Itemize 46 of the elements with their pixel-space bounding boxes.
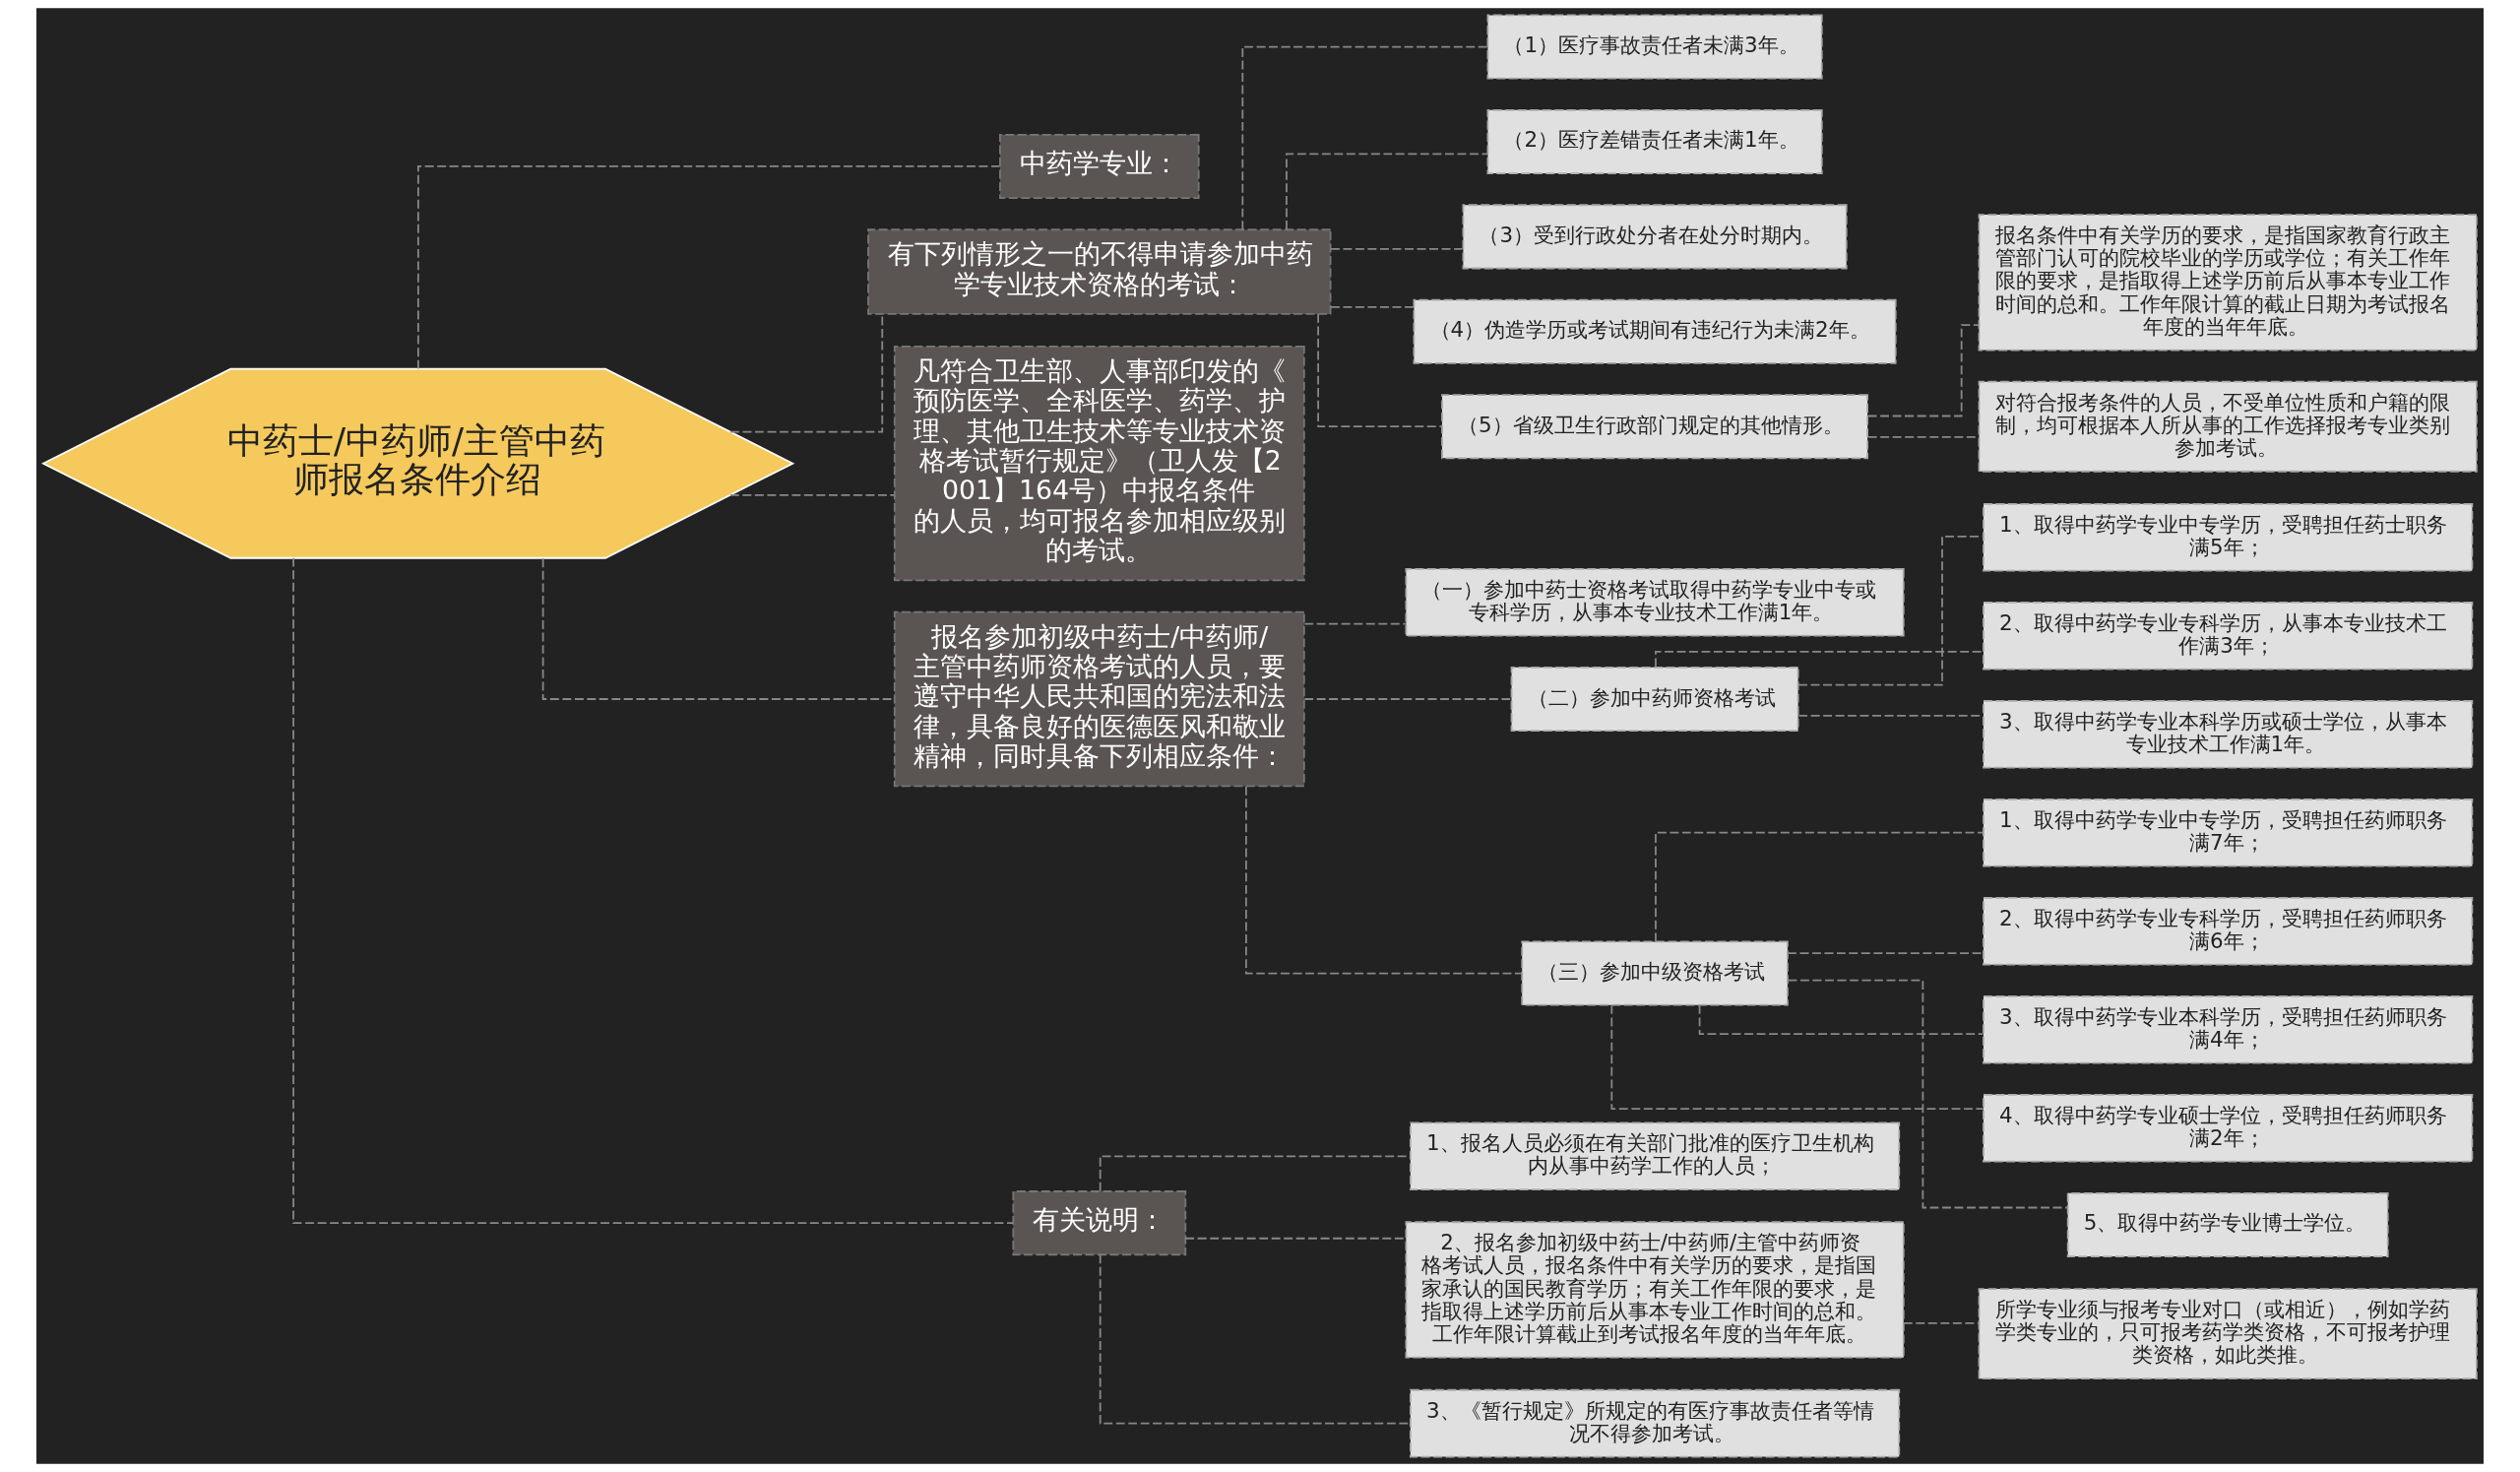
connector (1286, 153, 1488, 230)
connector (1184, 1237, 1407, 1240)
node-box: （1）医疗事故责任者未满3年。 (1486, 14, 1823, 80)
node-box: （5）省级卫生行政部门规定的其他情形。 (1441, 394, 1869, 460)
node-box: （二）参加中药师资格考试 (1510, 666, 1799, 733)
connector (1902, 1322, 1981, 1324)
connector (416, 165, 1001, 370)
node-box: 有下列情形之一的不得申请参加中药学专业技术资格的考试： (867, 228, 1332, 315)
node-box: 所学专业须与报考专业对口（或相近），例如学药学类专业的，只可报考药学类资格，不可报考护理类资格，如此类推。 (1978, 1288, 2478, 1380)
node-box: （2）医疗差错责任者未满1年。 (1486, 108, 1823, 174)
node-box: 5、取得中药学专业博士学位。 (2066, 1191, 2389, 1257)
node-box: 3、《暂行规定》所规定的有医疗事故责任者等情况不得参加考试。 (1409, 1388, 1901, 1458)
connector (1787, 979, 2069, 1209)
node-box: 1、报名人员必须在有关部门批准的医疗卫生机构内从事中药学工作的人员； (1409, 1121, 1901, 1191)
node-box: 2、取得中药学专业专科学历，从事本专业技术工作满3年； (1983, 601, 2474, 671)
node-box: （三）参加中级资格考试 (1521, 940, 1789, 1006)
connector (1787, 952, 1984, 954)
connector (1330, 247, 1464, 250)
connector (728, 493, 896, 496)
node-box: 报名条件中有关学历的要求，是指国家教育行政主管部门认可的院校毕业的学历或学位；有关工作年限的要求，是指取得上述学历前后从事本专业工作时间的总和。工作年限计算的截止日期为考试报名年度的当年年底。 (1978, 214, 2478, 352)
node-box: 2、报名参加初级中药士/中药师/主管中药师资格考试人员，报名条件中有关学历的要求，是指国家承认的国民教育学历；有关工作年限的要求，是指取得上述学历前后从事本专业工作时间的总和。工作年限计算截止到考试报名年度的当年年底。 (1405, 1221, 1905, 1359)
node-box: 3、取得中药学专业本科学历，受聘担任药师职务满4年； (1983, 994, 2474, 1064)
node-box: （3）受到行政处分者在处分时期内。 (1462, 204, 1848, 270)
connector (1317, 313, 1443, 428)
connector (1303, 698, 1512, 700)
connector (292, 556, 1015, 1225)
node-box: 2、取得中药学专业专科学历，受聘担任药师职务满6年； (1983, 896, 2474, 966)
connector (1655, 650, 1984, 669)
connector (1303, 622, 1407, 625)
connector (1655, 831, 1984, 943)
connector (1245, 786, 1523, 975)
connector (1241, 45, 1489, 230)
node-box: 凡符合卫生部、人事部印发的《预防医学、全科医学、药学、护理、其他卫生技术等专业技术资格考试暂行规定》（卫人发【2001】164号）中报名条件的人员，均可报名参加相应级别的考试。 (893, 346, 1305, 582)
node-box: 1、取得中药学专业中专学历，受聘担任药师职务满7年； (1983, 798, 2474, 867)
node-box: 对符合报考条件的人员，不受单位性质和户籍的限制，均可根据本人所从事的工作选择报考专业类别参加考试。 (1978, 380, 2478, 473)
node-box: （4）伪造学历或考试期间有违纪行为未满2年。 (1413, 298, 1897, 364)
node-box: 4、取得中药学专业硕士学位，受聘担任药师职务满2年； (1983, 1093, 2474, 1163)
connector (1330, 305, 1416, 308)
node-box: 3、取得中药学专业本科学历或硕士学位，从事本专业技术工作满1年。 (1983, 699, 2474, 769)
node-box: 有关说明： (1012, 1190, 1187, 1256)
node-box: （一）参加中药士资格考试取得中药学专业中专或专科学历，从事本专业技术工作满1年。 (1405, 567, 1905, 637)
connector (1797, 535, 1984, 686)
node-box: 中药学专业： (999, 133, 1200, 199)
node-box: 报名参加初级中药士/中药师/主管中药师资格考试的人员，要遵守中华人民共和国的宪法和法律，具备良好的医德医风和敬业精神，同时具备下列相应条件： (893, 610, 1305, 788)
connector (1610, 1004, 1984, 1110)
node-box: 1、取得中药学专业中专学历，受聘担任药士职务满5年； (1983, 502, 2474, 572)
